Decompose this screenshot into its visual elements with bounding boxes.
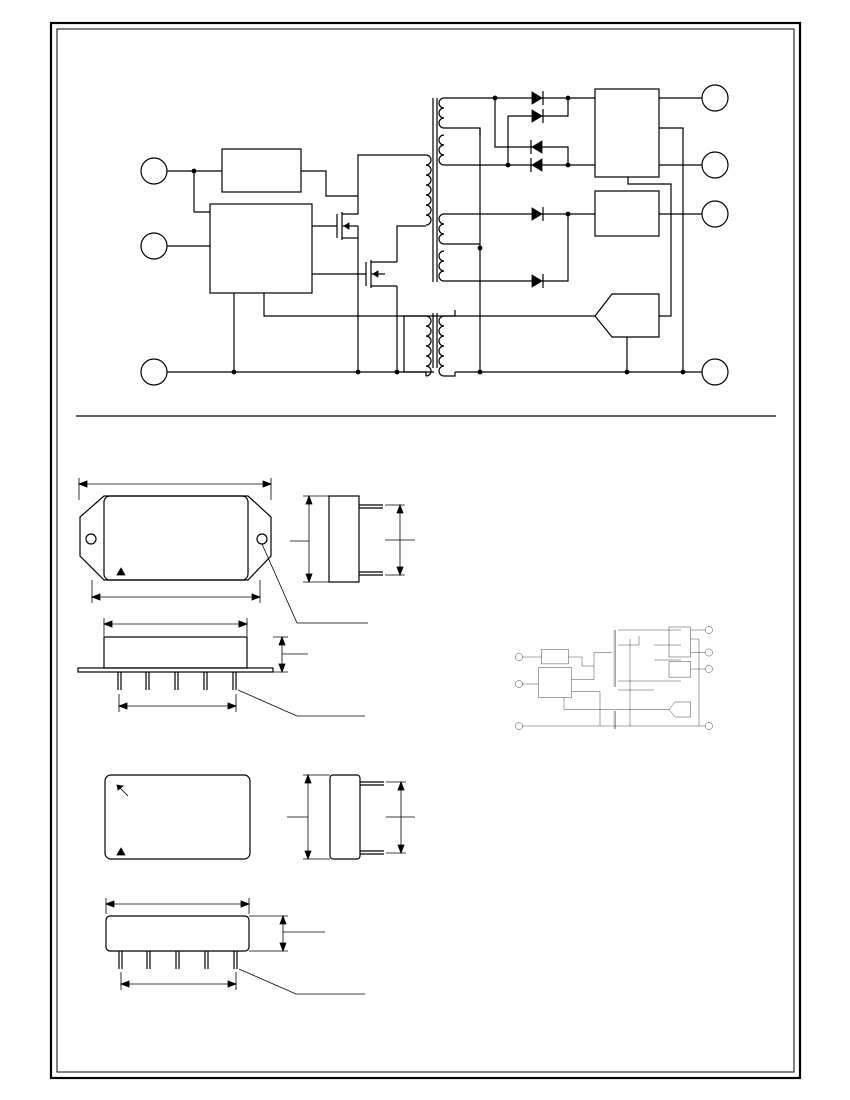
package-b-front-view bbox=[104, 898, 365, 995]
output-pin-1 bbox=[701, 84, 729, 112]
diode-d3 bbox=[530, 140, 543, 154]
input-pin-2 bbox=[140, 232, 168, 260]
error-amplifier bbox=[594, 293, 660, 338]
diode-d5 bbox=[531, 207, 544, 221]
package-a-top-view bbox=[77, 478, 368, 624]
filter-block bbox=[221, 148, 302, 193]
regulator-block-2 bbox=[594, 190, 660, 237]
input-pin-1 bbox=[140, 157, 168, 185]
package-b-side-view bbox=[287, 773, 415, 861]
diode-d1 bbox=[531, 91, 544, 105]
output-pin-3 bbox=[701, 200, 729, 228]
block-diagram bbox=[140, 84, 729, 386]
package-a-front-view bbox=[77, 618, 365, 717]
page-border bbox=[49, 21, 802, 1080]
thumbnail-block-diagram bbox=[515, 626, 713, 730]
package-outline-tabbed bbox=[77, 478, 415, 717]
controller-block bbox=[209, 203, 313, 294]
diode-d4 bbox=[530, 158, 543, 172]
package-b-top-view bbox=[104, 774, 251, 860]
output-pin-2 bbox=[701, 151, 729, 179]
input-pin-3 bbox=[140, 358, 168, 386]
diode-d2 bbox=[531, 109, 544, 123]
diode-d6 bbox=[531, 274, 544, 288]
package-outline-flat bbox=[104, 773, 415, 995]
output-pin-4 bbox=[701, 358, 729, 386]
regulator-block-1 bbox=[594, 88, 660, 178]
package-a-side-view bbox=[290, 494, 415, 584]
